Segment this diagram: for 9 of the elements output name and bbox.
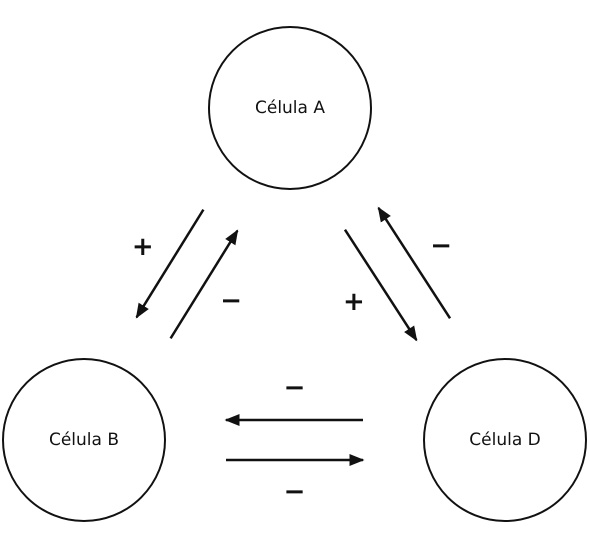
- cell-label: Célula D: [469, 430, 541, 450]
- arrow: [136, 208, 204, 319]
- arrow: [170, 229, 238, 340]
- arrow: [377, 206, 452, 319]
- arrow: [344, 229, 418, 342]
- cell-label: Célula B: [48, 430, 120, 450]
- arrow: [224, 414, 363, 426]
- arrow: [226, 454, 364, 466]
- cell-label: Célula A: [254, 98, 325, 118]
